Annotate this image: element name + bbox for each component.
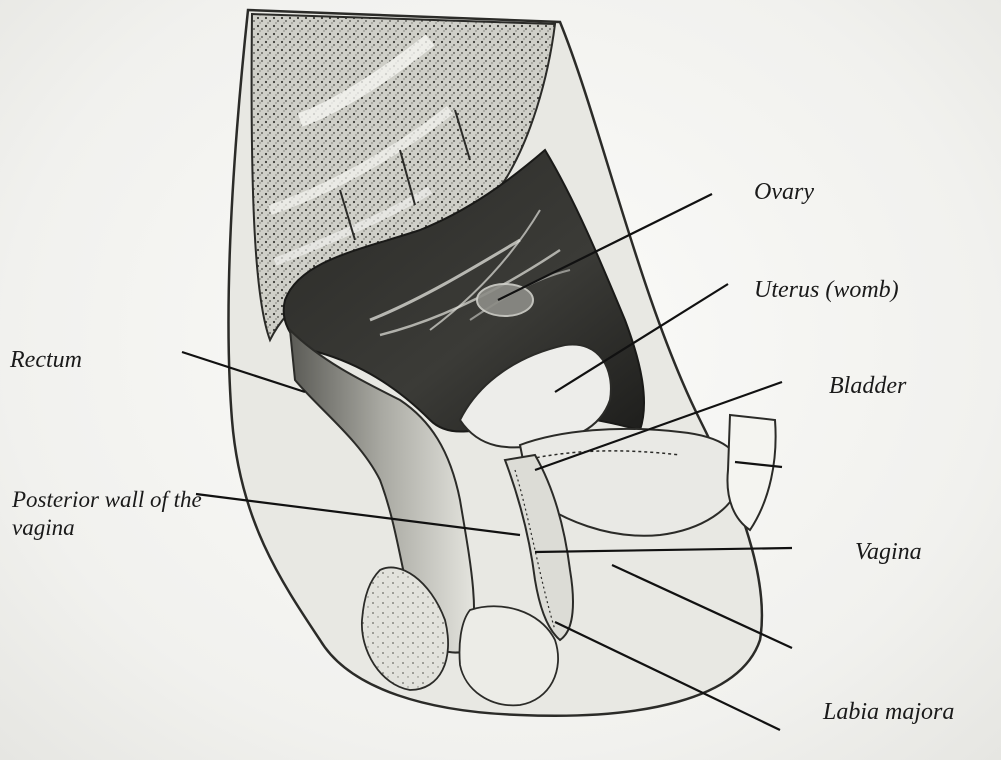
label-labia-majora: Labia majora [823,698,954,727]
label-bladder: Bladder [829,372,906,401]
ovary-shape [477,284,533,316]
label-posterior-wall: Posterior wall of the vagina [12,486,202,541]
label-rectum: Rectum [10,346,82,375]
label-vagina: Vagina [855,538,922,567]
pubic-bone [727,415,775,530]
label-uterus: Uterus (womb) [754,276,899,305]
label-ovary: Ovary [754,178,814,207]
